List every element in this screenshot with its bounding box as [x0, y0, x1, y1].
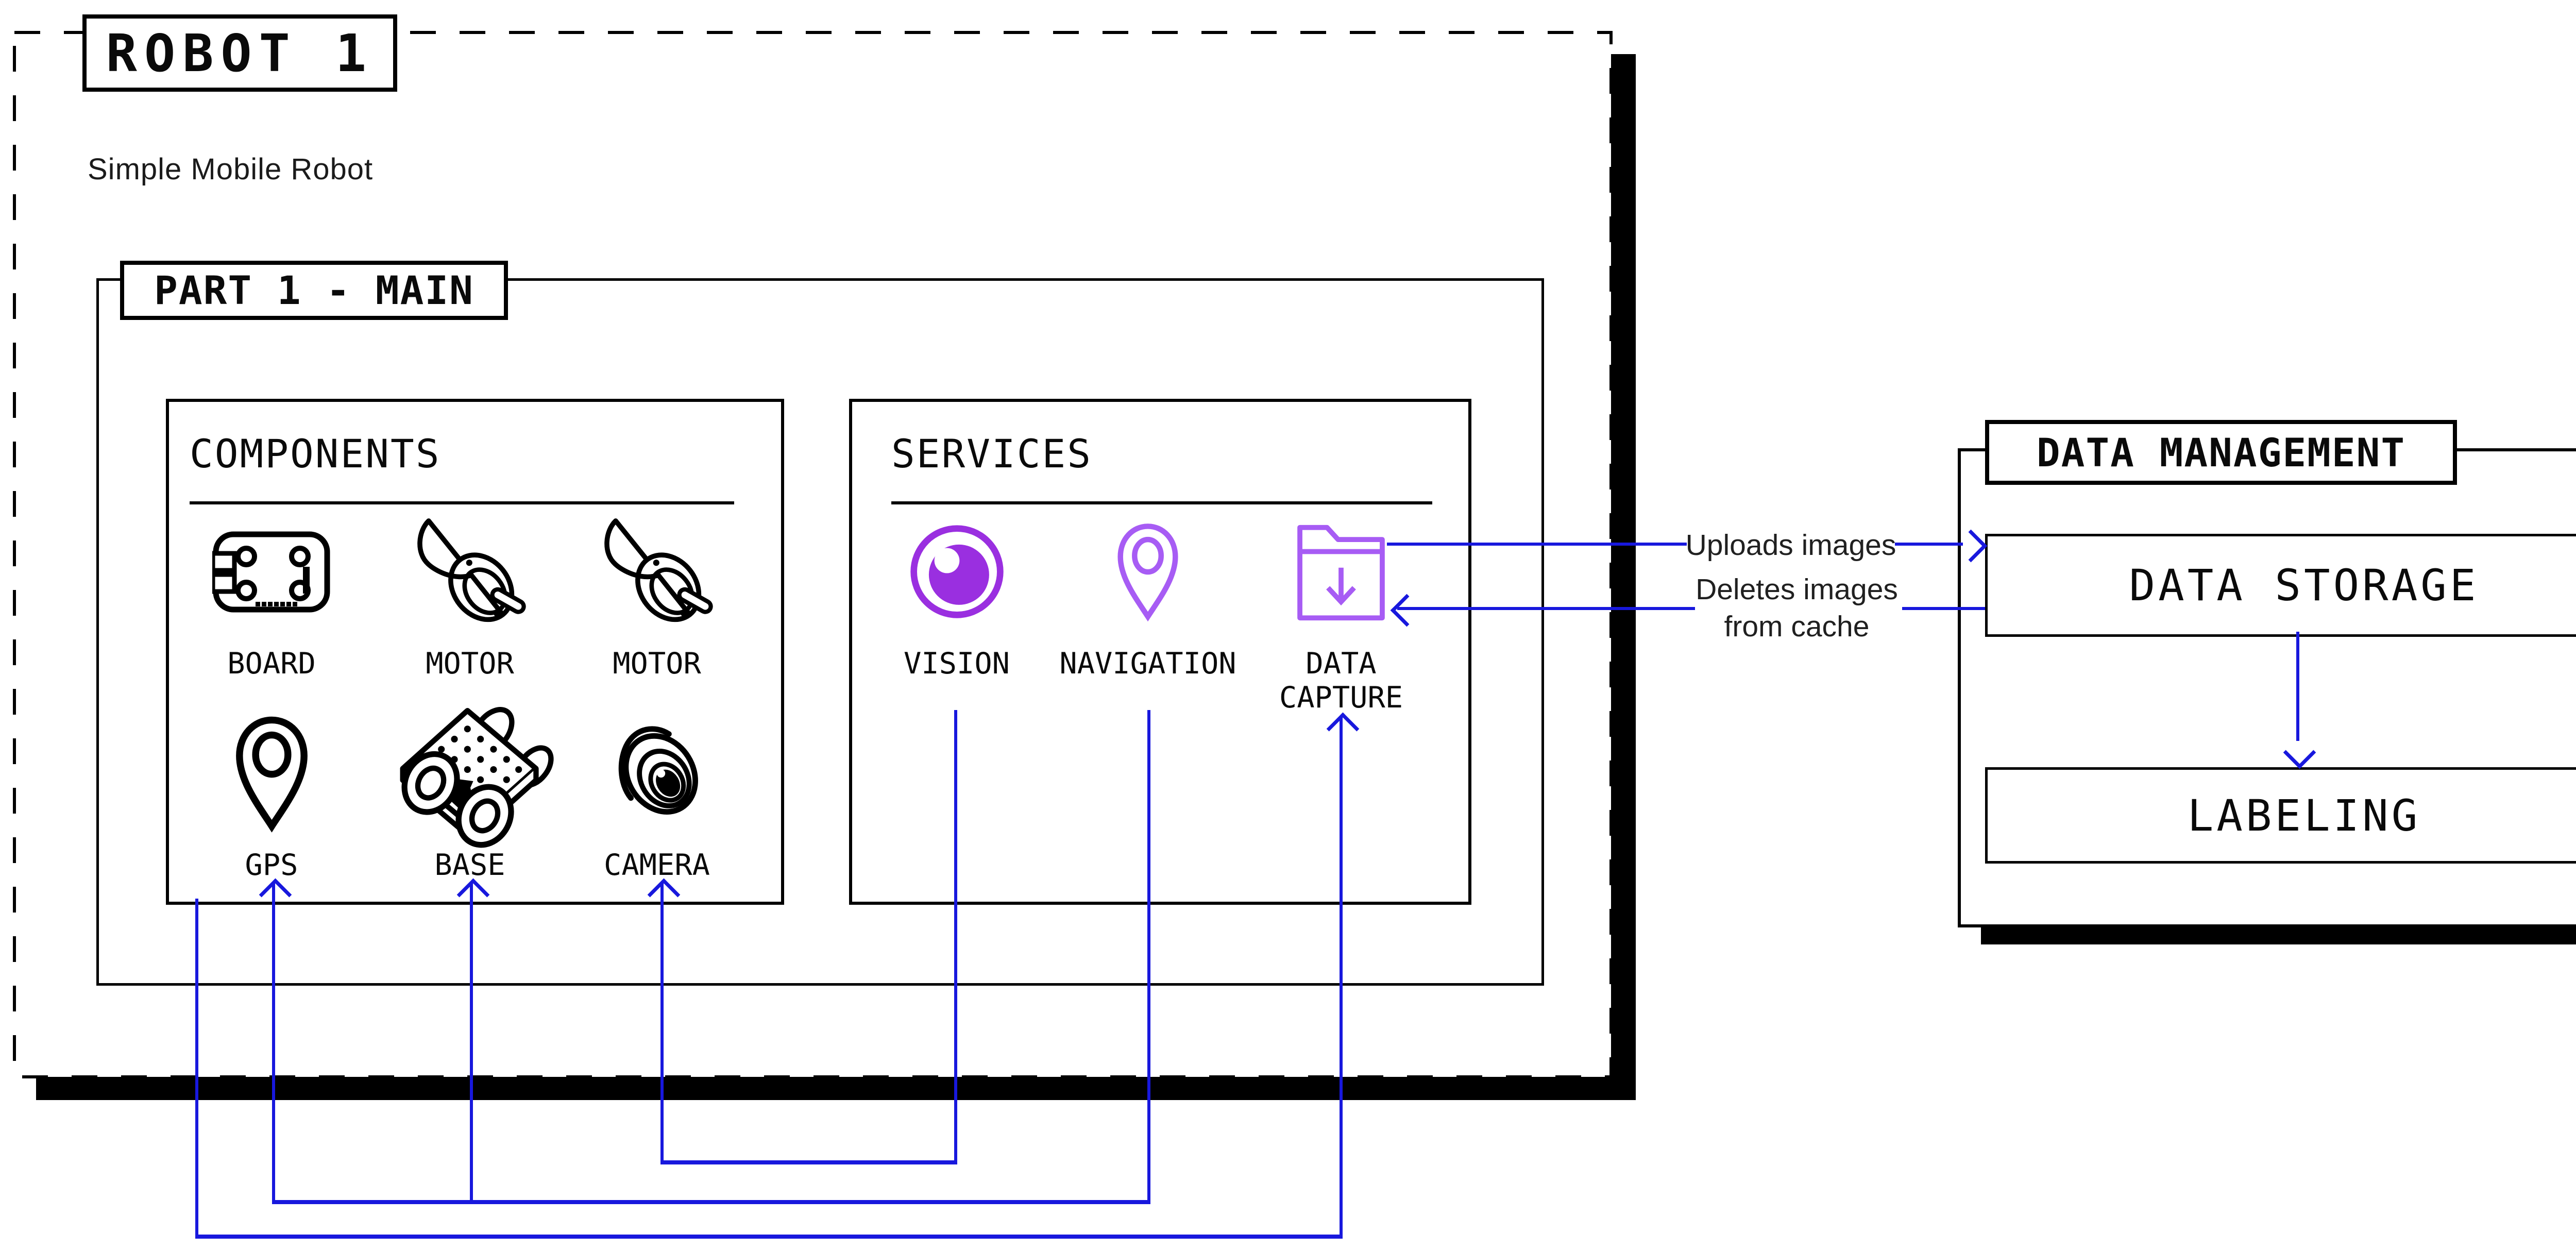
edge-components-capture-horizontal [195, 1235, 1343, 1239]
component-camera: CAMERA [562, 706, 752, 882]
circuit-board-icon [212, 516, 331, 627]
deletes-label: Deletes images from cache [1682, 571, 1911, 645]
edge-components-down [195, 899, 198, 1239]
robot-title: ROBOT 1 [106, 23, 374, 83]
data-storage-box: DATA STORAGE [1985, 534, 2576, 637]
rover-base-icon [390, 706, 554, 848]
part1-title: PART 1 - MAIN [154, 267, 474, 313]
service-label: NAVIGATION [1059, 647, 1236, 681]
data-management-title: DATA MANAGEMENT [2036, 429, 2406, 476]
component-board: BOARD [176, 516, 367, 681]
service-navigation: NAVIGATION [1053, 516, 1243, 681]
part1-title-box: PART 1 - MAIN [120, 261, 508, 320]
edge-capture-up [1340, 717, 1343, 1235]
eye-icon [907, 516, 1007, 627]
component-base: BASE [375, 706, 565, 882]
service-vision: VISION [861, 516, 1052, 681]
component-motor-1: MOTOR [375, 516, 565, 681]
robot-title-box: ROBOT 1 [82, 14, 397, 92]
services-title-rule [891, 501, 1432, 504]
map-pin-icon [231, 706, 312, 841]
camera-lens-icon [611, 706, 703, 841]
folder-download-icon [1295, 516, 1387, 627]
components-title-rule [190, 501, 734, 504]
edge-deletes-seg2 [1902, 607, 1985, 610]
edge-navigation-horizontal [272, 1200, 1150, 1204]
component-label: MOTOR [426, 647, 514, 681]
component-motor-2: MOTOR [562, 516, 752, 681]
services-title: SERVICES [891, 431, 1093, 477]
labeling-box: LABELING [1985, 767, 2576, 864]
component-gps: GPS [176, 706, 367, 882]
components-title: COMPONENTS [190, 431, 441, 477]
edge-gps-up [272, 883, 275, 1200]
map-pin-icon [1112, 516, 1184, 627]
data-management-title-box: DATA MANAGEMENT [1985, 420, 2457, 485]
edge-vision-camera-horizontal [660, 1160, 957, 1164]
data-storage-label: DATA STORAGE [2129, 560, 2479, 611]
motor-icon [412, 516, 528, 627]
edge-base-up [470, 883, 473, 1200]
deletes-label-line1: Deletes images [1696, 573, 1898, 606]
labeling-label: LABELING [2187, 790, 2421, 841]
service-label: VISION [904, 647, 1010, 681]
service-label: DATA CAPTURE [1279, 647, 1403, 715]
uploads-label: Uploads images [1685, 529, 1896, 562]
edge-deletes-seg1 [1397, 607, 1695, 610]
robot-subtitle: Simple Mobile Robot [88, 153, 374, 186]
edge-uploads-seg2 [1895, 543, 1963, 546]
deletes-label-line2: from cache [1724, 610, 1870, 643]
component-label: BASE [434, 848, 505, 882]
component-label: GPS [245, 848, 298, 882]
edge-camera-up [660, 883, 664, 1160]
edge-storage-to-labeling [2296, 632, 2299, 741]
motor-icon [599, 516, 715, 627]
component-label: BOARD [227, 647, 316, 681]
edge-uploads-seg1 [1387, 543, 1687, 546]
component-label: MOTOR [613, 647, 701, 681]
edge-navigation-down [1147, 710, 1150, 1204]
edge-vision-down [954, 710, 957, 1164]
component-label: CAMERA [604, 848, 710, 882]
